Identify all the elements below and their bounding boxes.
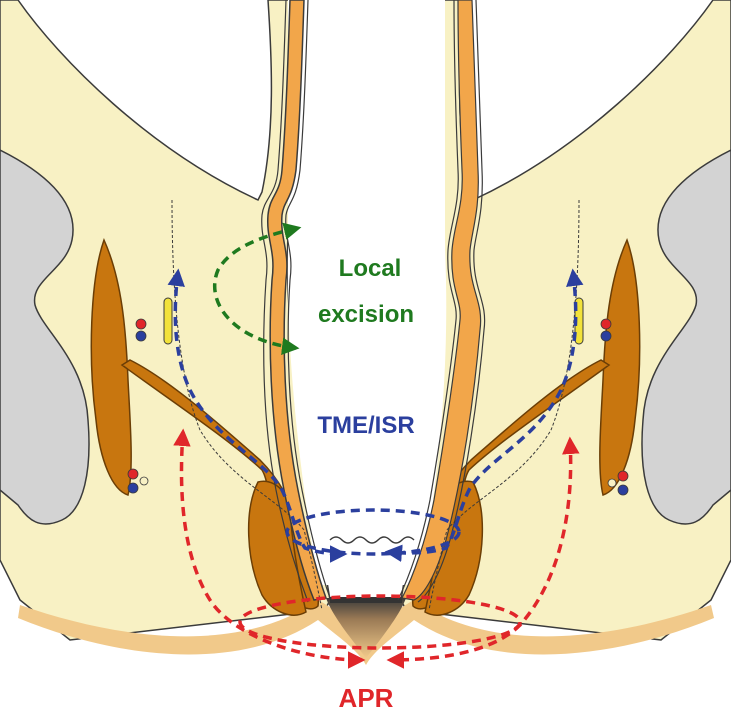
left-nerve [164, 298, 172, 344]
apr-label: APR [339, 683, 394, 713]
tme-isr-label: TME/ISR [317, 412, 414, 439]
local-excision-label-line2: excision [318, 301, 414, 328]
local-excision-label-line1: Local [339, 255, 402, 282]
rectal-lumen [288, 0, 446, 585]
